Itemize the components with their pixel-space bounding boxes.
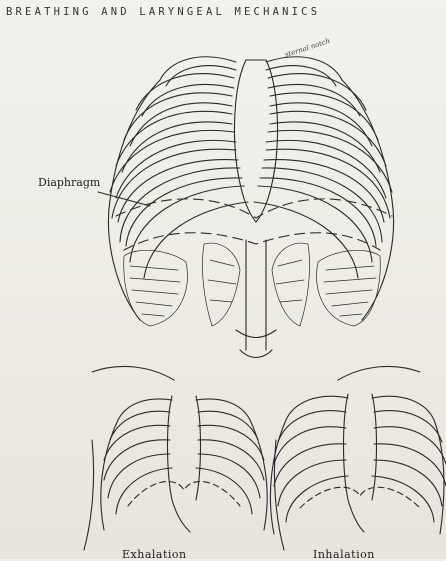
exhalation-rib-cage <box>84 396 284 550</box>
main-rib-cage <box>92 57 420 380</box>
inhalation-rib-cage <box>270 394 446 534</box>
diaphragm-label: Diaphragm <box>38 176 100 189</box>
exhalation-caption: Exhalation <box>122 548 187 561</box>
inhalation-caption: Inhalation <box>313 548 375 561</box>
